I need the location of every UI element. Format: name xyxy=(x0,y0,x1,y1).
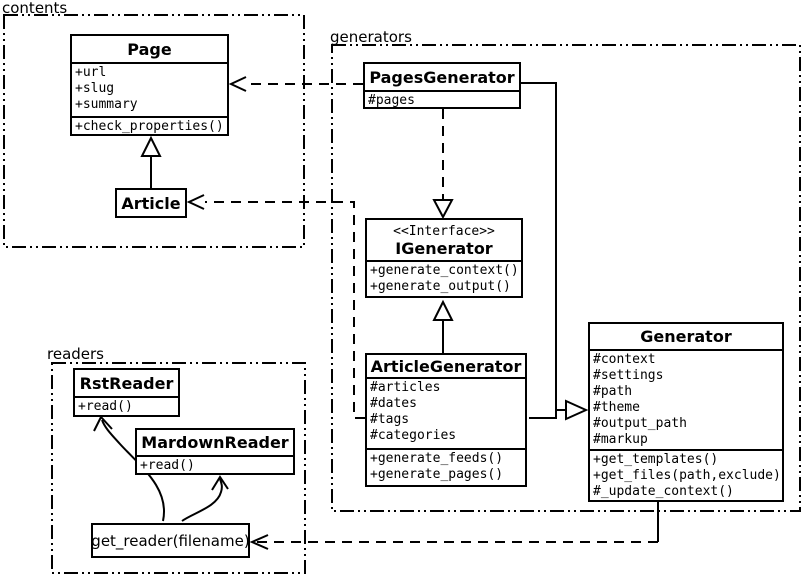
method-row: +read() xyxy=(140,458,195,473)
realization-pagesgenerator-to-igenerator-triangle xyxy=(432,199,454,220)
attributes-compartment: #articles #dates #tags #categories xyxy=(367,377,525,448)
class-title: Page xyxy=(127,39,172,59)
method-row: +check_properties() xyxy=(75,119,224,134)
class-box-pagesgenerator: PagesGenerator #pages xyxy=(363,62,521,109)
inheritance-pagesgenerator-to-generator-line xyxy=(521,82,566,411)
class-title: PagesGenerator xyxy=(369,67,515,87)
attributes-compartment: #pages xyxy=(365,90,519,107)
methods-compartment: +get_templates() +get_files(path,exclude… xyxy=(590,449,782,500)
inheritance-to-generator-triangle xyxy=(565,399,589,421)
class-box-igenerator: <<Interface>> IGenerator +generate_conte… xyxy=(365,218,523,298)
class-title: MardownReader xyxy=(141,433,289,452)
attribute-row: #theme xyxy=(593,400,640,415)
attribute-row: #dates xyxy=(370,396,417,411)
generators-package-label: generators xyxy=(330,28,412,46)
methods-compartment: +generate_context() +generate_output() xyxy=(367,260,521,296)
class-title: Generator xyxy=(640,327,732,346)
method-row: +generate_context() xyxy=(370,263,519,278)
attribute-row: +slug xyxy=(75,81,115,96)
attribute-row: +url xyxy=(75,65,107,80)
class-box-markdownreader: MardownReader +read() xyxy=(135,428,295,475)
methods-compartment: +read() xyxy=(75,396,178,415)
class-box-rstreader: RstReader +read() xyxy=(73,368,180,417)
attribute-row: #markup xyxy=(593,432,648,447)
method-row: +get_templates() xyxy=(593,452,719,467)
class-box-articlegenerator: ArticleGenerator #articles #dates #tags … xyxy=(365,353,527,487)
arrow-getreader-to-markdownreader-arrowhead xyxy=(211,475,229,491)
attribute-row: #tags xyxy=(370,412,410,427)
dependency-articlegenerator-to-article-arrowhead xyxy=(186,194,205,210)
inheritance-article-to-page-triangle xyxy=(140,135,162,157)
attribute-row: #path xyxy=(593,384,633,399)
class-box-generator: Generator #context #settings #path #them… xyxy=(588,322,784,502)
attributes-compartment: +url +slug +summary xyxy=(72,62,227,116)
class-title: RstReader xyxy=(79,373,174,393)
class-box-article: Article xyxy=(115,188,187,218)
attribute-row: #articles xyxy=(370,380,441,395)
arrow-getreader-to-markdownreader-line xyxy=(181,478,223,522)
readers-package-label: readers xyxy=(47,345,104,363)
class-box-page: Page +url +slug +summary +check_properti… xyxy=(70,34,229,136)
method-row: +generate_feeds() xyxy=(370,451,504,466)
attribute-row: #pages xyxy=(368,93,415,107)
method-row: +generate_pages() xyxy=(370,467,504,482)
attribute-row: #categories xyxy=(370,428,457,443)
class-title: IGenerator xyxy=(395,239,493,258)
class-title: Article xyxy=(121,193,181,213)
arrow-getreader-to-rstreader-arrowhead xyxy=(93,415,113,432)
readers-package-border xyxy=(51,362,306,574)
inheritance-articlegenerator-to-igenerator-triangle xyxy=(432,299,454,321)
attribute-row: #settings xyxy=(593,368,664,383)
function-box-get-reader: get_reader(filename) xyxy=(91,523,250,558)
arrow-getreader-to-rstreader-line xyxy=(101,419,166,522)
dependency-pagesgenerator-to-page-arrowhead xyxy=(228,76,247,92)
dependency-articlegenerator-to-article-line xyxy=(205,201,365,419)
interface-stereotype: <<Interface>> xyxy=(393,224,495,239)
method-row: +generate_output() xyxy=(370,279,511,294)
attributes-compartment: #context #settings #path #theme #output_… xyxy=(590,349,782,449)
method-row: +read() xyxy=(78,399,133,414)
contents-package-label: contents xyxy=(2,0,68,17)
attribute-row: #output_path xyxy=(593,416,687,431)
interface-header: <<Interface>> IGenerator xyxy=(367,220,521,260)
methods-compartment: +check_properties() xyxy=(72,116,227,134)
method-row: #_update_context() xyxy=(593,484,734,499)
attribute-row: #context xyxy=(593,352,656,367)
attribute-row: +summary xyxy=(75,97,138,112)
inheritance-articlegenerator-to-generator-line xyxy=(529,410,557,419)
class-title: ArticleGenerator xyxy=(370,356,522,376)
method-row: +get_files(path,exclude) xyxy=(593,468,781,483)
methods-compartment: +read() xyxy=(137,455,293,473)
dependency-generator-to-getreader-arrowhead xyxy=(249,534,269,550)
generators-package-border xyxy=(331,44,801,512)
contents-package-border xyxy=(3,14,305,248)
methods-compartment: +generate_feeds() +generate_pages() xyxy=(367,448,525,485)
